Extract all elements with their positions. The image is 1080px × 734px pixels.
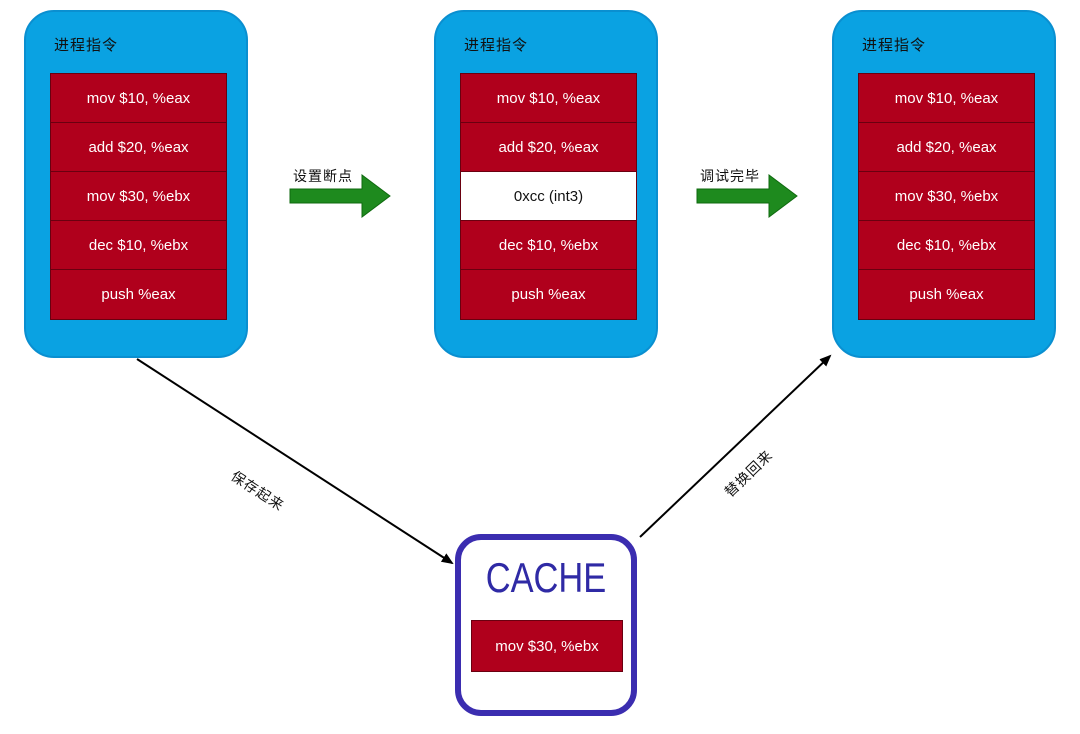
instruction: mov $10, %eax (461, 74, 636, 123)
green-arrow-icon (289, 174, 391, 218)
instruction: add $20, %eax (461, 123, 636, 172)
process-title: 进程指令 (464, 36, 529, 54)
process-title: 进程指令 (862, 36, 927, 54)
save-arrow (136, 358, 454, 565)
process-box-restored: 进程指令 mov $10, %eax add $20, %eax mov $30… (832, 10, 1056, 358)
cached-instruction: mov $30, %ebx (471, 620, 623, 672)
instruction-stack: mov $10, %eax add $20, %eax 0xcc (int3) … (460, 73, 637, 320)
green-arrow-icon (696, 174, 798, 218)
instruction: push %eax (461, 270, 636, 319)
process-box-before: 进程指令 mov $10, %eax add $20, %eax mov $30… (24, 10, 248, 358)
cache-title: CACHE (485, 554, 607, 601)
instruction: mov $30, %ebx (51, 172, 226, 221)
instruction: mov $10, %eax (51, 74, 226, 123)
instruction: dec $10, %ebx (51, 221, 226, 270)
instruction-stack: mov $10, %eax add $20, %eax mov $30, %eb… (858, 73, 1035, 320)
instruction: add $20, %eax (859, 123, 1034, 172)
instruction-stack: mov $10, %eax add $20, %eax mov $30, %eb… (50, 73, 227, 320)
instruction: mov $30, %ebx (859, 172, 1034, 221)
process-box-breakpoint: 进程指令 mov $10, %eax add $20, %eax 0xcc (i… (434, 10, 658, 358)
instruction: dec $10, %ebx (859, 221, 1034, 270)
instruction: add $20, %eax (51, 123, 226, 172)
process-title: 进程指令 (54, 36, 119, 54)
instruction: mov $10, %eax (859, 74, 1034, 123)
instruction: push %eax (51, 270, 226, 319)
breakpoint-instruction: 0xcc (int3) (461, 172, 636, 221)
debug-done-label: 调试完毕 (700, 169, 760, 185)
instruction: dec $10, %ebx (461, 221, 636, 270)
cache-box: CACHE mov $30, %ebx (455, 534, 637, 716)
replace-arrow (639, 354, 832, 538)
set-breakpoint-label: 设置断点 (293, 169, 353, 185)
instruction: push %eax (859, 270, 1034, 319)
